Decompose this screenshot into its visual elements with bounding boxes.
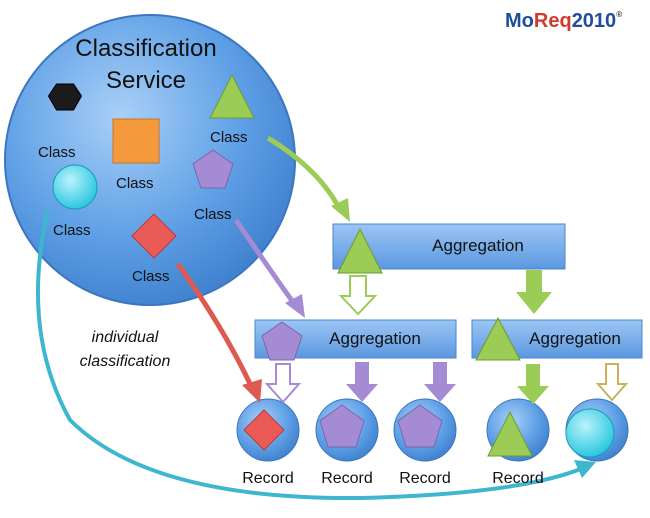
class-label-diamond: Class (132, 268, 170, 285)
record-label-1: Record (242, 470, 294, 487)
pentagon-aggregation-marker (261, 321, 303, 361)
solid-purple-block-arrow-1 (346, 362, 378, 402)
green-arrow-head (331, 198, 350, 222)
hollow-inheritance-arrow-2 (264, 363, 302, 404)
triangle-aggregation-marker-right (475, 316, 521, 361)
pentagon-record-marker-2 (397, 404, 443, 448)
green-classification-arrow (266, 135, 343, 212)
diamond-class-shape (131, 213, 177, 259)
pentagon-record-marker-1 (319, 404, 365, 448)
service-title-line2: Service (105, 67, 187, 94)
circle-record-marker (565, 408, 615, 458)
solid-green-block-arrow-2 (517, 364, 549, 404)
aggregation-label-right: Aggregation (529, 329, 621, 348)
triangle-record-marker (487, 410, 533, 457)
class-label-circle: Class (53, 222, 91, 239)
class-label-square: Class (116, 175, 154, 192)
logo-text-year: 2010 (571, 10, 617, 32)
circle-class-shape (52, 164, 98, 210)
record-label-2: Record (321, 470, 373, 487)
square-class-shape (112, 118, 160, 164)
hollow-inheritance-arrow-3 (595, 363, 629, 402)
purple-arrow-head (285, 294, 305, 318)
logo-registered-mark: ® (616, 10, 623, 19)
record-label-3: Record (399, 470, 451, 487)
triangle-class-shape (209, 73, 255, 119)
cyan-classification-arrow (36, 209, 584, 501)
class-label-pentagon: Class (194, 206, 232, 223)
hexagon-class-shape (47, 83, 83, 111)
note-line2: classification (79, 353, 171, 370)
moreq2010-logo: MoReq2010® (505, 10, 640, 46)
logo-text-mo: Mo (505, 10, 534, 32)
purple-classification-arrow (233, 218, 298, 307)
hollow-inheritance-arrow-1 (338, 275, 378, 316)
class-label-hexagon: Class (38, 144, 76, 161)
pentagon-class-shape (192, 149, 234, 189)
triangle-aggregation-marker (337, 227, 383, 274)
service-title-line1: Classification (75, 35, 217, 62)
logo-text-req: Req (533, 10, 572, 32)
cyan-arrow-head (574, 460, 596, 478)
red-classification-arrow (175, 262, 255, 390)
class-label-triangle: Class (210, 129, 248, 146)
solid-purple-block-arrow-2 (424, 362, 456, 402)
diamond-record-marker (243, 409, 285, 451)
solid-green-block-arrow-1 (516, 270, 552, 314)
aggregation-label-left: Aggregation (329, 329, 421, 348)
record-label-4: Record (492, 470, 544, 487)
note-line1: individual (91, 329, 159, 346)
aggregation-label-top: Aggregation (432, 236, 524, 255)
red-arrow-head (242, 379, 262, 403)
